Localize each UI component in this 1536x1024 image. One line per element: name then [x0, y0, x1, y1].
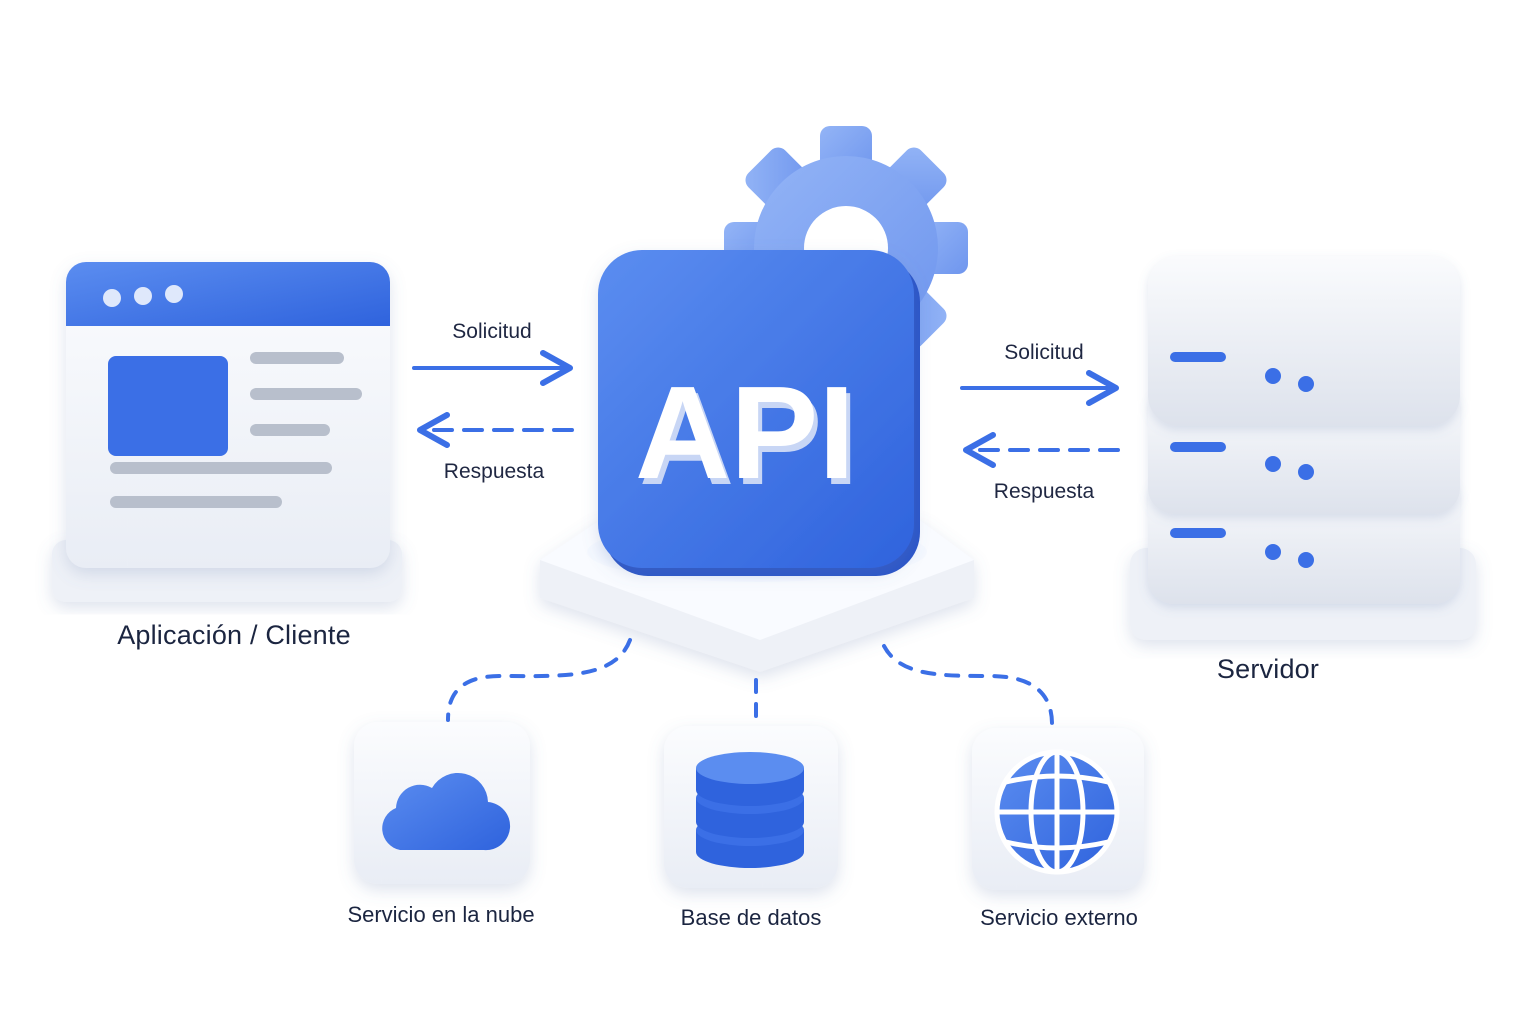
server-label: Servidor — [1216, 654, 1320, 684]
service-database-label: Base de datos — [680, 905, 822, 930]
service-cloud-label: Servicio en la nube — [347, 902, 535, 927]
globe-icon — [994, 749, 1120, 875]
api-tile — [598, 250, 914, 568]
client-response-label: Respuesta — [443, 460, 545, 483]
api-label: API — [635, 359, 855, 506]
server-stack-icon — [1130, 256, 1476, 640]
client-app — [52, 262, 402, 602]
database-icon — [696, 752, 804, 868]
service-external — [972, 728, 1144, 890]
server-response-label: Respuesta — [993, 480, 1095, 503]
cloud-icon — [382, 772, 511, 851]
service-database — [664, 726, 838, 888]
service-cloud — [354, 722, 530, 884]
api-hub: API API — [540, 126, 974, 672]
server-request-label: Solicitud — [1004, 341, 1084, 364]
client-request-label: Solicitud — [452, 320, 532, 343]
service-connectors — [446, 638, 1054, 726]
server-unit — [1148, 256, 1460, 426]
browser-window-icon — [66, 262, 390, 568]
svg-text:API: API — [639, 365, 859, 512]
connector-external — [882, 644, 1054, 726]
connector-cloud — [446, 638, 632, 722]
service-external-label: Servicio externo — [980, 905, 1138, 930]
client-label: Aplicación / Cliente — [117, 620, 351, 650]
